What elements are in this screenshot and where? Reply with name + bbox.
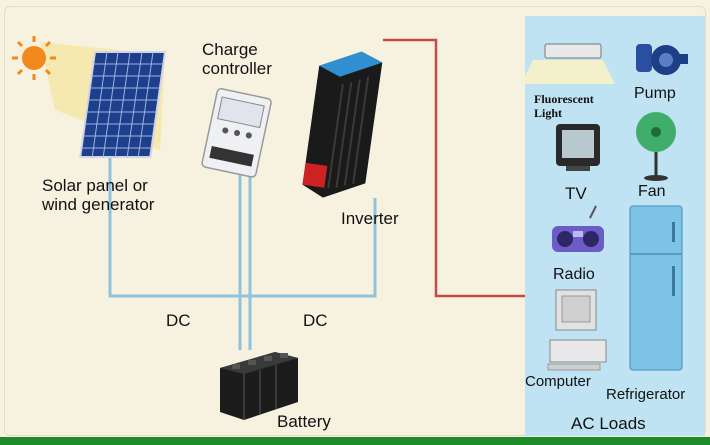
charge-controller-label: Charge controller	[202, 40, 272, 78]
pump-label: Pump	[634, 85, 676, 102]
pump-icon	[636, 44, 688, 75]
solar-panel-icon	[79, 51, 167, 158]
inverter-icon	[302, 51, 383, 198]
fluorescent-light-label: Fluorescent Light	[534, 92, 594, 120]
ac-wiring	[383, 38, 525, 298]
dc-label-left: DC	[166, 311, 191, 330]
battery-label: Battery	[277, 412, 331, 431]
fan-icon	[636, 112, 676, 181]
radio-icon	[552, 205, 604, 252]
tv-icon	[556, 124, 600, 171]
fan-label: Fan	[638, 183, 666, 200]
ac-loads-label: AC Loads	[571, 414, 646, 433]
footer-bar	[0, 437, 710, 445]
inverter-label: Inverter	[341, 209, 399, 228]
sun-icon	[12, 36, 56, 80]
radio-label: Radio	[553, 266, 595, 283]
computer-label: Computer	[525, 373, 591, 390]
dc-label-right: DC	[303, 311, 328, 330]
battery-icon	[220, 352, 298, 420]
dc-wiring	[108, 158, 377, 350]
tv-label: TV	[565, 184, 587, 203]
charge-controller-icon	[201, 87, 272, 178]
computer-icon	[547, 289, 607, 371]
diagram-frame	[4, 6, 706, 436]
refrigerator-icon	[629, 205, 683, 371]
solar-panel-label: Solar panel or wind generator	[42, 176, 155, 214]
fluorescent-light-icon	[521, 43, 615, 84]
refrigerator-label: Refrigerator	[606, 386, 686, 403]
